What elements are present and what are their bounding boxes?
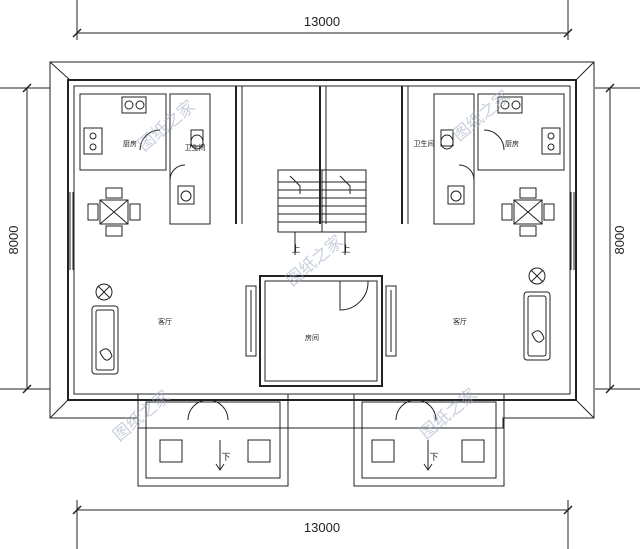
kitchen-left-label: 厨房 xyxy=(123,139,137,148)
living-right-label: 客厅 xyxy=(453,317,467,326)
stair-down-left-label: 下 xyxy=(221,453,230,463)
porch-right xyxy=(353,393,505,487)
sofa-right xyxy=(523,291,551,361)
exterior-walls xyxy=(67,79,577,401)
side-windows xyxy=(69,192,575,270)
kitchen-right xyxy=(477,93,565,171)
porch-left xyxy=(137,393,289,487)
bathroom-left-label: 卫生间 xyxy=(185,143,206,152)
staircase xyxy=(277,169,367,255)
dining-table-left xyxy=(87,187,141,237)
sofa-left xyxy=(91,305,119,375)
top-dimension-line xyxy=(72,0,573,40)
plant-icon xyxy=(95,267,546,301)
roof-outline xyxy=(49,61,595,429)
stair-down-right-label: 下 xyxy=(429,453,438,463)
dining-table-right xyxy=(501,187,555,237)
right-dimension-line xyxy=(595,83,640,394)
stair-up-left-label: 上 xyxy=(291,244,300,255)
bottom-dimension-line xyxy=(72,500,573,549)
left-dimension-line xyxy=(0,83,50,394)
center-room xyxy=(245,275,397,387)
center-room-label: 房间 xyxy=(305,333,319,342)
watermark: 图纸之家 xyxy=(109,387,174,446)
entrance-doors xyxy=(187,399,437,421)
stair-up-right-label: 上 xyxy=(341,244,350,255)
bathroom-left xyxy=(169,93,211,225)
watermark: 图纸之家 xyxy=(449,87,514,146)
dimension-right-label: 8000 xyxy=(612,226,627,255)
kitchen-left xyxy=(79,93,167,171)
interior-walls xyxy=(235,86,409,224)
bathroom-right-label: 卫生间 xyxy=(414,139,435,148)
watermark: 图纸之家 xyxy=(282,232,347,291)
bathroom-right xyxy=(433,93,475,225)
kitchen-right-label: 厨房 xyxy=(505,139,519,148)
dimension-left-label: 8000 xyxy=(6,226,21,255)
dimension-top-label: 13000 xyxy=(304,14,340,29)
dimension-bottom-label: 13000 xyxy=(304,520,340,535)
living-left-label: 客厅 xyxy=(158,317,172,326)
